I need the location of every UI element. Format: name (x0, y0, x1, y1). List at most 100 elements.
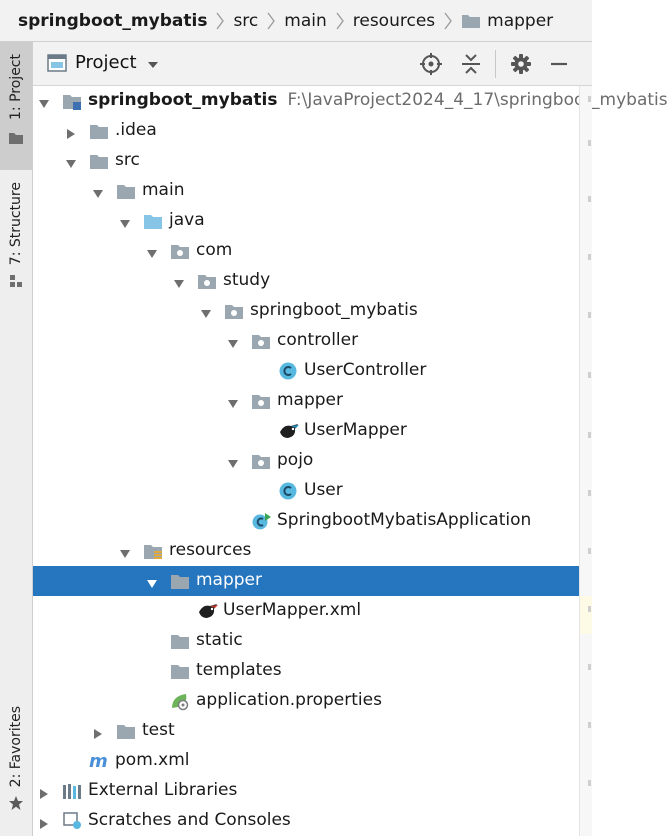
gutter-highlight (580, 596, 592, 634)
expand-arrow-right-icon[interactable] (92, 725, 104, 739)
gutter-tick (588, 548, 591, 554)
breadcrumb-item-mapper[interactable]: mapper (461, 11, 553, 31)
tree-row-text: com (196, 240, 233, 260)
folder-icon (9, 132, 23, 144)
expand-arrow-down-icon[interactable] (65, 155, 77, 168)
tree-row[interactable]: resources (33, 536, 579, 566)
tree-row[interactable]: m pom.xml (33, 746, 579, 776)
gutter-tick (588, 96, 591, 102)
tree-row[interactable]: UserController (33, 356, 579, 386)
folder-icon (170, 572, 190, 590)
project-tool-label: 1: Project (8, 54, 24, 120)
tree-row-label: SpringbootMybatisApplication (277, 510, 531, 530)
tree-row-text: External Libraries (88, 780, 238, 800)
source-folder-icon (143, 212, 163, 230)
collapse-all-icon (462, 54, 480, 74)
tree-row[interactable]: application.properties (33, 686, 579, 716)
svg-text:m: m (89, 751, 108, 772)
package-icon (170, 242, 190, 260)
tree-row-label: controller (277, 330, 358, 350)
expand-arrow-right-icon[interactable] (38, 815, 50, 829)
expand-arrow-down-icon[interactable] (38, 95, 50, 108)
tree-row-text: SpringbootMybatisApplication (277, 510, 532, 530)
tree-row-label: pom.xml (115, 750, 190, 770)
settings-button[interactable] (509, 52, 533, 76)
tree-row[interactable]: UserMapper (33, 416, 579, 446)
tree-row[interactable]: mapper (33, 566, 579, 596)
tree-row[interactable]: Scratches and Consoles (33, 806, 579, 836)
tree-row[interactable]: pojo (33, 446, 579, 476)
expand-arrow-down-icon[interactable] (173, 275, 185, 288)
tree-row[interactable]: templates (33, 656, 579, 686)
tree-row[interactable]: User (33, 476, 579, 506)
hide-panel-button[interactable] (547, 52, 571, 76)
chevron-down-icon[interactable] (147, 61, 159, 69)
collapse-all-button[interactable] (459, 52, 483, 76)
structure-tool-label: 7: Structure (8, 182, 24, 266)
tree-row-label: springboot_mybatis (250, 300, 418, 320)
module-path: F:\JavaProject2024_4_17\springboot_mybat… (287, 90, 668, 110)
expand-arrow-down-icon[interactable] (92, 185, 104, 198)
folder-icon (461, 13, 481, 29)
expand-arrow-down-icon[interactable] (119, 545, 131, 558)
breadcrumb-item-src[interactable]: src (233, 10, 259, 31)
libraries-icon (62, 782, 82, 800)
expand-arrow-right-icon[interactable] (38, 785, 50, 799)
structure-tool-button[interactable]: 7: Structure (0, 182, 32, 304)
gutter-tick (588, 432, 591, 438)
tree-row[interactable]: java (33, 206, 579, 236)
expand-arrow-down-icon[interactable] (119, 215, 131, 228)
tree-row[interactable]: study (33, 266, 579, 296)
tree-row[interactable]: com (33, 236, 579, 266)
tree-row[interactable]: SpringbootMybatisApplication (33, 506, 579, 536)
folder-icon (116, 182, 136, 200)
tree-row[interactable]: mapper (33, 386, 579, 416)
chevron-right-icon (215, 12, 225, 30)
expand-arrow-down-icon[interactable] (146, 245, 158, 258)
expand-arrow-right-icon[interactable] (65, 125, 77, 139)
favorites-tool-button[interactable]: 2: Favorites (0, 706, 32, 836)
tree-row[interactable]: static (33, 626, 579, 656)
tree-row[interactable]: main (33, 176, 579, 206)
tree-row-label: com (196, 240, 232, 260)
tree-row-label: mapper (196, 570, 262, 590)
tree-row-label: Scratches and Consoles (88, 810, 291, 830)
minimize-icon (551, 62, 567, 66)
expand-arrow-down-icon[interactable] (200, 305, 212, 318)
tree-row-text: UserMapper (304, 420, 407, 440)
package-icon (224, 302, 244, 320)
gutter-tick (588, 140, 591, 146)
header-divider (495, 50, 496, 78)
tree-row[interactable]: test (33, 716, 579, 746)
resources-folder-icon (143, 542, 163, 560)
breadcrumb-item-project[interactable]: springboot_mybatis (18, 10, 208, 31)
tree-row[interactable]: controller (33, 326, 579, 356)
tree-row-label: study (223, 270, 270, 290)
expand-arrow-down-icon[interactable] (146, 575, 158, 588)
breadcrumb-item-main[interactable]: main (284, 10, 327, 31)
tree-row[interactable]: springboot_mybatis (33, 296, 579, 326)
gutter-tick (588, 490, 591, 496)
expand-arrow-down-icon[interactable] (227, 335, 239, 348)
tree-row[interactable]: src (33, 146, 579, 176)
tree-row[interactable]: External Libraries (33, 776, 579, 806)
tree-row[interactable]: UserMapper.xml (33, 596, 579, 626)
tree-row-text: main (142, 180, 185, 200)
folder-icon (170, 632, 190, 650)
tree-row[interactable]: .idea (33, 116, 579, 146)
folder-icon (89, 152, 109, 170)
gutter-tick (588, 722, 591, 728)
tree-row-text: User (304, 480, 343, 500)
breadcrumb-item-resources[interactable]: resources (352, 10, 436, 31)
locate-button[interactable] (419, 52, 443, 76)
mybatis-bird-icon (278, 422, 299, 440)
project-tool-button[interactable]: 1: Project (0, 42, 32, 170)
spring-app-class-icon (251, 512, 271, 530)
project-panel-title[interactable]: Project (75, 52, 137, 73)
expand-arrow-down-icon[interactable] (227, 455, 239, 468)
tree-row-text: src (115, 150, 140, 170)
expand-arrow-down-icon[interactable] (227, 395, 239, 408)
tree-row-text: controller (277, 330, 359, 350)
